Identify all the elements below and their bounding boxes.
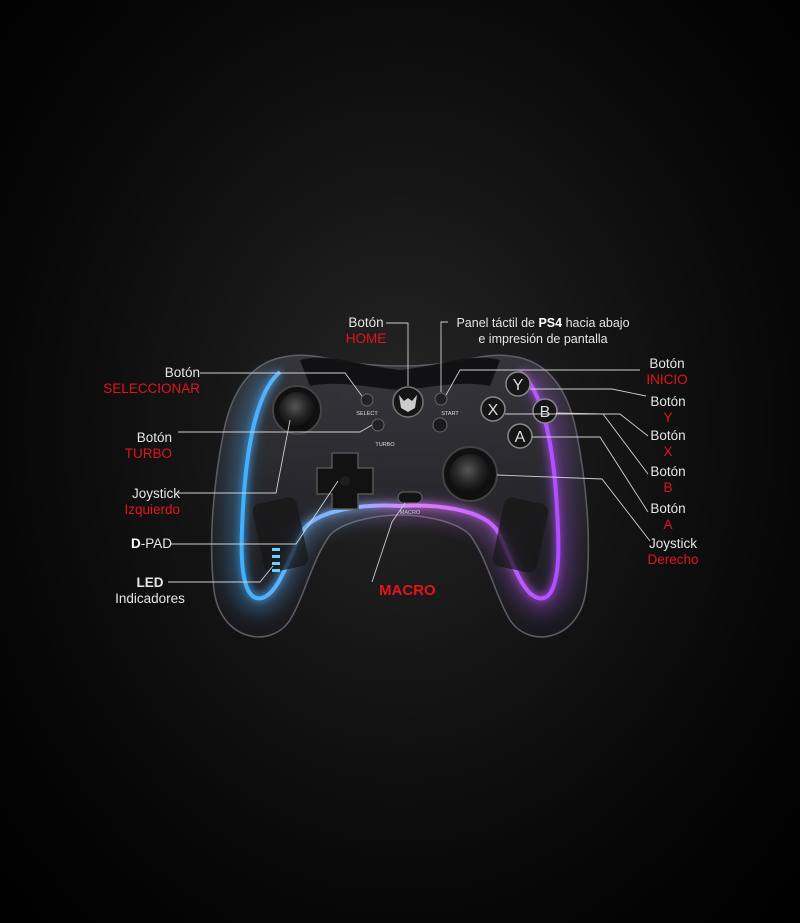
label-select: Botón SELECCIONAR bbox=[60, 365, 200, 397]
button-b-label: B bbox=[540, 404, 551, 421]
label-x: Botón X bbox=[633, 428, 703, 460]
label-dpad-rest: -PAD bbox=[141, 536, 172, 551]
label-b-top: Botón bbox=[633, 464, 703, 480]
label-select-top: Botón bbox=[60, 365, 200, 381]
label-rjoy-top: Joystick bbox=[634, 536, 712, 552]
label-led-bottom: Indicadores bbox=[100, 591, 200, 607]
label-turbo-top: Botón bbox=[80, 430, 172, 446]
label-start-top: Botón bbox=[632, 356, 702, 372]
button-a-label: A bbox=[515, 429, 526, 446]
label-ps4-line2: e impresión de pantalla bbox=[448, 331, 638, 347]
label-macro-text: MACRO bbox=[379, 582, 436, 599]
label-start-bottom: INICIO bbox=[632, 372, 702, 388]
label-home-bottom: HOME bbox=[326, 331, 406, 347]
label-select-bottom: SELECCIONAR bbox=[60, 381, 200, 397]
screenshot-button[interactable] bbox=[433, 418, 447, 432]
button-y-label: Y bbox=[513, 377, 524, 394]
left-joystick[interactable] bbox=[273, 386, 321, 434]
label-dpad: D-PAD bbox=[80, 536, 172, 552]
right-joystick[interactable] bbox=[443, 447, 497, 501]
label-y-top: Botón bbox=[633, 394, 703, 410]
label-macro: MACRO bbox=[379, 583, 436, 599]
label-rjoy-bottom: Derecho bbox=[634, 552, 712, 568]
button-b[interactable]: B bbox=[533, 399, 557, 423]
label-turbo: Botón TURBO bbox=[80, 430, 172, 462]
button-x-label: X bbox=[488, 402, 499, 419]
label-x-top: Botón bbox=[633, 428, 703, 444]
label-ps4-pre: Panel táctil de bbox=[456, 316, 538, 330]
label-led-top: LED bbox=[100, 575, 200, 591]
label-ps4-bold: PS4 bbox=[538, 316, 562, 330]
label-led: LED Indicadores bbox=[100, 575, 200, 607]
label-a-top: Botón bbox=[633, 501, 703, 517]
label-y-bottom: Y bbox=[633, 410, 703, 426]
label-home: Botón HOME bbox=[326, 315, 406, 347]
label-ljoy-bottom: Izquierdo bbox=[80, 502, 180, 518]
label-a-bottom: A bbox=[633, 517, 703, 533]
label-right-joystick: Joystick Derecho bbox=[634, 536, 712, 568]
button-a[interactable]: A bbox=[508, 424, 532, 448]
label-x-bottom: X bbox=[633, 444, 703, 460]
turbo-label: TURBO bbox=[375, 442, 395, 448]
label-left-joystick: Joystick Izquierdo bbox=[80, 486, 180, 518]
button-y[interactable]: Y bbox=[506, 372, 530, 396]
label-b: Botón B bbox=[633, 464, 703, 496]
label-dpad-bold: D bbox=[131, 536, 141, 551]
label-ljoy-top: Joystick bbox=[80, 486, 180, 502]
macro-button-label: MACRO bbox=[400, 510, 421, 516]
label-y: Botón Y bbox=[633, 394, 703, 426]
select-label: SELECT bbox=[356, 411, 378, 417]
label-turbo-bottom: TURBO bbox=[80, 446, 172, 462]
label-a: Botón A bbox=[633, 501, 703, 533]
button-x[interactable]: X bbox=[481, 397, 505, 421]
label-home-top: Botón bbox=[326, 315, 406, 331]
label-start: Botón INICIO bbox=[632, 356, 702, 388]
label-b-bottom: B bbox=[633, 480, 703, 496]
home-button[interactable] bbox=[393, 387, 423, 417]
label-ps4-post: hacia abajo bbox=[562, 316, 629, 330]
start-label: START bbox=[441, 411, 459, 417]
label-ps4: Panel táctil de PS4 hacia abajo e impres… bbox=[448, 315, 638, 347]
